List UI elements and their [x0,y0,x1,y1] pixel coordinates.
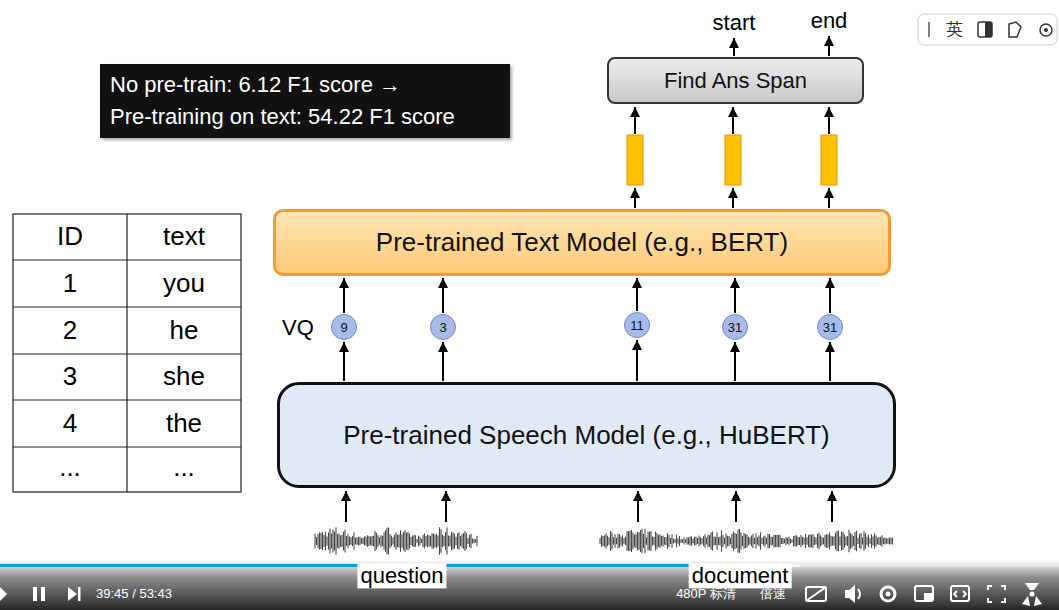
token-circle: 9 [331,314,357,340]
node-text: 31 [823,320,837,335]
player-bar [0,560,1059,610]
table-cell: ID [57,222,83,252]
table-grid [13,214,241,492]
node-text: Pre-trained Text Model (e.g., BERT) [376,227,788,258]
node-text: Pre-trained Speech Model (e.g., HuBERT) [343,420,830,451]
speed-button: 倍速 [760,587,786,602]
axis-label: VQ [282,315,314,340]
model-box: Pre-trained Speech Model (e.g., HuBERT) [277,382,896,488]
token-circle: 31 [817,314,843,340]
connector-arrow [829,278,831,313]
connector-arrow [829,342,831,381]
table-cell: she [163,362,205,392]
table-cell: 1 [63,269,77,299]
output-vectors [627,135,837,185]
waveform-path [315,527,477,555]
table-cell: he [170,316,199,346]
node-text: 3 [439,320,446,335]
waveform-path [600,529,893,553]
table-cell: 3 [63,362,77,392]
quality-button: 480P 标清 [676,587,736,602]
connector-arrow [343,278,345,313]
connector-arrow [734,278,736,313]
time-display: 39:45 / 53:43 [96,587,172,602]
connector-arrow [442,278,444,313]
table-cell: 4 [63,409,77,439]
table-cell: ... [59,453,81,483]
waveform [315,527,893,555]
connector-arrow [734,342,736,381]
node-text: 11 [630,318,644,333]
table-cell: you [163,269,205,299]
output-label: end [811,8,848,33]
node-text: 9 [340,320,347,335]
connector-arrow [636,278,638,311]
connector-arrow [343,342,345,381]
process-box: Find Ans Span [607,57,864,104]
node-text: Find Ans Span [664,68,807,94]
node-text: Pre-training on text: 54.22 F1 score [110,101,455,133]
input-label: document [689,563,792,588]
connector-arrow [636,340,638,381]
token-circle: 31 [722,314,748,340]
token-circle: 11 [624,312,650,338]
input-label: question [357,563,446,588]
table-cell: the [166,409,202,439]
node-text: 31 [728,320,742,335]
toolbar-button: 英 [946,20,963,40]
toolbar [918,14,1057,45]
table-cell: text [163,222,205,252]
model-box: Pre-trained Text Model (e.g., BERT) [273,209,891,276]
table-cell: ... [173,453,195,483]
connector-arrow [442,342,444,381]
result-note: No pre-train: 6.12 F1 score →Pre-trainin… [100,64,510,138]
output-label: start [713,10,756,35]
table-cell: 2 [63,316,77,346]
token-circle: 3 [430,314,456,340]
node-text: No pre-train: 6.12 F1 score → [110,69,401,101]
